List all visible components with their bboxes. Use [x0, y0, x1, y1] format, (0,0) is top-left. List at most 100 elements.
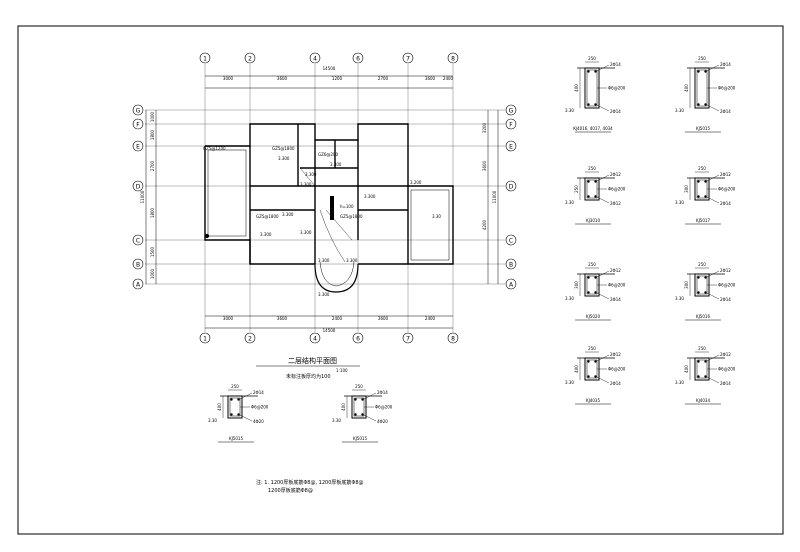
section-name: KJ4035 — [586, 398, 600, 403]
rebar-bottom: 2Φ14 — [720, 109, 731, 114]
axis-bubble — [505, 278, 517, 290]
level-mark: 3.30 — [675, 296, 684, 301]
stirrup-spec: Φ6@200 — [608, 283, 626, 288]
rebar-bottom: 4Φ20 — [377, 419, 388, 424]
axis-bubble — [199, 52, 211, 64]
rebar-dot — [704, 291, 707, 294]
plan-label: h=100 — [340, 204, 354, 209]
plan-label: 3.30 — [432, 214, 441, 219]
dim-text: 3200 — [482, 122, 487, 133]
plan-labels: GZ5@1200 GZ5@1800 3.300 GZ6@200 3.300 3.… — [203, 146, 441, 297]
axis-bubble — [309, 52, 321, 64]
axis-bubble — [447, 332, 459, 344]
level-mark: 3.30 — [332, 418, 341, 423]
section-height: 300 — [684, 185, 689, 193]
rebar-dot — [594, 276, 597, 279]
dim-text: 1500 — [150, 246, 155, 257]
axis-bubble — [352, 52, 364, 64]
axis-label: 4 — [313, 55, 317, 62]
leader-line — [363, 414, 377, 422]
dim-text: 3000 — [223, 76, 234, 81]
rebar-dot — [697, 276, 700, 279]
axis-bubble — [352, 332, 364, 344]
rebar-dot — [230, 413, 233, 416]
axis-bubble — [132, 140, 144, 152]
axis-bubble — [505, 140, 517, 152]
level-mark: 3.30 — [208, 418, 217, 423]
axis-bubble — [505, 118, 517, 130]
axis-label: 6 — [356, 55, 360, 62]
dim-text: 4200 — [482, 219, 487, 230]
axis-label: A — [136, 281, 141, 288]
rebar-dot — [237, 398, 240, 401]
rebar-dot — [587, 291, 590, 294]
rebar-dot — [587, 276, 590, 279]
dim-total: 14500 — [323, 328, 336, 333]
level-mark: 3.30 — [565, 380, 574, 385]
axis-label: 4 — [313, 335, 317, 342]
plan-label: 3.300 — [300, 230, 312, 235]
plan-label: 3.300 — [300, 182, 312, 187]
stirrup-spec: Φ6@200 — [718, 283, 736, 288]
section-width: 250 — [355, 384, 363, 389]
rebar-top: 2Φ12 — [610, 352, 621, 357]
section-width: 250 — [588, 346, 596, 351]
level-mark: 3.30 — [565, 200, 574, 205]
axis-bubble — [505, 104, 517, 116]
rebar-dot — [587, 360, 590, 363]
section-name: KJ4034 — [696, 398, 710, 403]
rebar-dot — [594, 195, 597, 198]
rebar-dot — [354, 398, 357, 401]
section-width: 250 — [588, 166, 596, 171]
plan-scale: 1:100 — [336, 368, 348, 373]
section-name: KJ5015 — [229, 436, 243, 441]
stirrup-spec: Φ6@200 — [251, 405, 269, 410]
section-height: 400 — [217, 403, 222, 411]
plan-label: 3.300 — [330, 162, 342, 167]
rebar-dot — [697, 180, 700, 183]
stirrup — [696, 69, 708, 107]
plan-label: GZ5@1200 — [203, 146, 226, 151]
stirrup — [586, 69, 598, 107]
axis-bubble — [505, 180, 517, 192]
plan-label: 3.300 — [305, 172, 317, 177]
leader-line — [596, 196, 610, 204]
rebar-dot — [704, 70, 707, 73]
section-width: 250 — [698, 166, 706, 171]
axis-bubble — [402, 52, 414, 64]
rebar-dot — [704, 375, 707, 378]
dim-text: 3600 — [277, 76, 288, 81]
section-height: 300 — [684, 281, 689, 289]
level-mark: 3.30 — [675, 200, 684, 205]
rebar-dot — [587, 180, 590, 183]
rebar-bottom: 2Φ14 — [610, 297, 621, 302]
rebar-bottom: 2Φ14 — [720, 297, 731, 302]
rebar-dot — [697, 291, 700, 294]
slab-outline — [207, 149, 247, 237]
dim-text: 2400 — [425, 316, 436, 321]
plan-label: GZ5@1800 — [340, 214, 363, 219]
axis-label: 6 — [356, 335, 360, 342]
leader-line — [706, 292, 720, 300]
floor-plan — [145, 64, 505, 332]
section-height: 300 — [574, 281, 579, 289]
axis-bubble — [132, 234, 144, 246]
dim-text: 3000 — [223, 316, 234, 321]
axis-bubble — [132, 278, 144, 290]
rebar-dot — [361, 398, 364, 401]
leader-line — [706, 104, 720, 112]
dim-text: 3600 — [425, 76, 436, 81]
rebar-dot — [697, 195, 700, 198]
rebar-dot — [697, 103, 700, 106]
plan-label: 3.300 — [260, 232, 272, 237]
stirrup-spec: Φ6@200 — [608, 367, 626, 372]
rebar-dot — [354, 413, 357, 416]
leader-line — [706, 196, 720, 204]
rebar-dot — [594, 70, 597, 73]
leader-line — [706, 270, 720, 278]
